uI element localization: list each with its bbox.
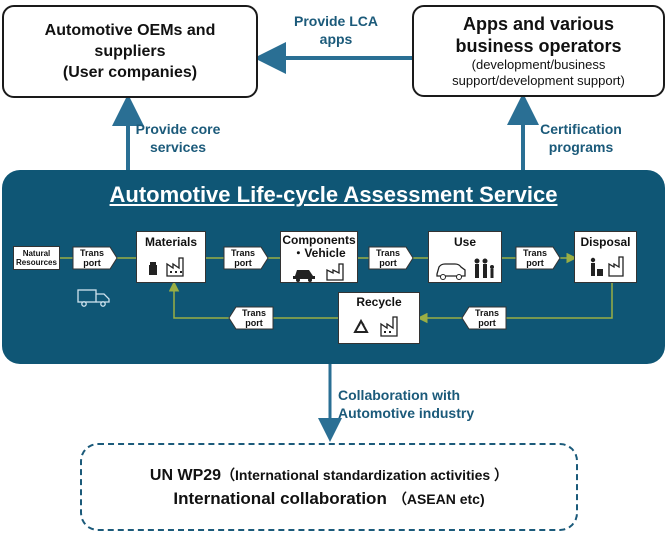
label-provide-lca-1: Provide LCA (293, 13, 378, 29)
label-cert-2: programs (548, 139, 614, 155)
transport-2-l2: port (234, 258, 252, 268)
stage-disposal: Disposal (574, 231, 637, 283)
transport-4-l1: Trans (522, 248, 547, 258)
label-certification: Certification programs (526, 120, 636, 156)
panel-title: Automotive Life-cycle Assessment Service (109, 182, 558, 207)
natural-line2: Resources (16, 258, 57, 267)
transport-1-l2: port (83, 258, 101, 268)
disposal-label: Disposal (580, 235, 631, 249)
label-core-services: Provide core services (130, 120, 226, 156)
apps-box: Apps and various business operators (dev… (412, 5, 665, 97)
components-label-2: ・Vehicle (292, 246, 346, 260)
label-collab-1: Collaboration with (338, 387, 461, 403)
transport-3-l2: port (379, 258, 397, 268)
transport-label-6: Trans port (235, 308, 273, 328)
label-provide-lca-2: apps (319, 31, 353, 47)
oem-subtitle: (User companies) (62, 64, 198, 81)
un-line1: UN WP29（International standardization ac… (150, 464, 508, 487)
recycle-label: Recycle (356, 295, 402, 309)
factory-icon (149, 257, 184, 277)
stage-materials: Materials (136, 231, 206, 283)
oem-box: Automotive OEMs and suppliers (User comp… (2, 5, 258, 98)
oem-title-line2: suppliers (94, 43, 166, 60)
natural-line1: Natural (22, 249, 51, 258)
recycle-factory-icon (353, 316, 398, 337)
truck-icon (77, 289, 110, 307)
transport-3-l1: Trans (375, 248, 400, 258)
transport-label-1: Trans port (73, 248, 111, 268)
transport-shape-6 (228, 306, 274, 330)
label-core-2: services (149, 139, 207, 155)
un-wp29-box: UN WP29（International standardization ac… (80, 443, 578, 531)
label-collab-2: Automotive industry (338, 405, 475, 421)
un-wp29-sub: （International standardization activitie… (221, 466, 509, 483)
transport-5-l1: Trans (474, 308, 499, 318)
label-provide-lca: Provide LCA apps (268, 12, 404, 48)
disposal-factory-icon (590, 256, 624, 277)
transport-label-3: Trans port (369, 248, 407, 268)
stage-natural-resources: Natural Resources (13, 246, 60, 270)
materials-label: Materials (144, 235, 198, 249)
transport-shape-4 (515, 246, 561, 270)
transport-label-4: Trans port (516, 248, 554, 268)
stage-components-vehicle: Components ・Vehicle (280, 231, 358, 283)
transport-5-l2: port (478, 318, 496, 328)
use-label: Use (453, 235, 476, 249)
label-cert-1: Certification (540, 121, 622, 137)
car-family-icon (436, 258, 494, 280)
stage-use: Use (428, 231, 502, 283)
components-label-1: Components (282, 233, 356, 247)
label-core-1: Provide core (135, 121, 221, 137)
intl-collab-title: International collaboration (173, 488, 387, 508)
stage-recycle: Recycle (338, 292, 420, 344)
transport-shape-5 (461, 306, 507, 330)
transport-4-l2: port (526, 258, 544, 268)
apps-title-line1: Apps and various (462, 14, 615, 34)
apps-title-line2: business operators (455, 36, 622, 56)
oem-title-line1: Automotive OEMs and (44, 22, 216, 39)
transport-6-l1: Trans (241, 308, 266, 318)
transport-6-l2: port (245, 318, 263, 328)
apps-sub-line2: support/development support) (452, 73, 625, 88)
transport-shape-2 (223, 246, 269, 270)
transport-label-5: Trans port (468, 308, 506, 328)
intl-collab-sub: （ASEAN etc) (392, 490, 485, 507)
transport-1-l1: Trans (79, 248, 104, 258)
apps-sub-line1: (development/business (471, 57, 606, 72)
transport-2-l1: Trans (230, 248, 255, 258)
un-wp29-title: UN WP29 (149, 466, 222, 484)
transport-shape-1 (72, 246, 118, 270)
transport-shape-3 (368, 246, 414, 270)
transport-label-2: Trans port (224, 248, 262, 268)
car-factory-icon (293, 263, 344, 282)
un-line2: International collaboration （ASEAN etc) (173, 487, 484, 511)
label-collaboration: Collaboration with Automotive industry (338, 386, 518, 422)
